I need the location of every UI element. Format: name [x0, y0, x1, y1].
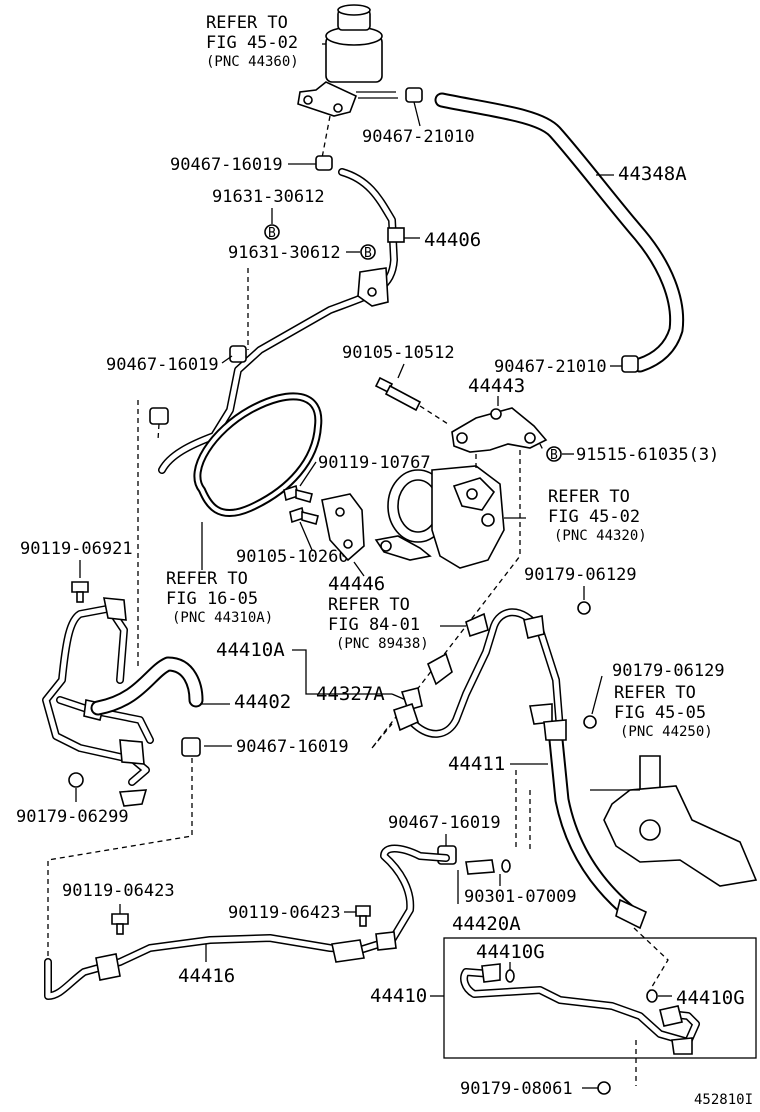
clip-90467-16019-low[interactable]: [181, 737, 201, 757]
ref-fig-84-01-1: REFER TO: [328, 595, 410, 615]
nut-90179-06129-a[interactable]: [577, 601, 591, 615]
bolt-marker-b-3: B: [546, 446, 562, 463]
callout-90179-06129-a: 90179-06129: [524, 565, 637, 585]
callout-44410A: 44410A: [216, 639, 285, 661]
bracket-44443[interactable]: [451, 407, 548, 453]
callout-90179-08061: 90179-08061: [460, 1079, 573, 1099]
bolt-marker-text: B: [550, 448, 558, 463]
callout-90467-16019-c: 90467-16019: [236, 737, 349, 757]
power-steering-pump: [374, 465, 505, 569]
bolt-marker-text: B: [364, 246, 372, 261]
callout-44411: 44411: [448, 753, 505, 775]
reservoir-tank: [297, 4, 398, 117]
bolt-90119-10767[interactable]: [283, 484, 313, 503]
callout-44443: 44443: [468, 375, 525, 397]
callout-91631-30612-a: 91631-30612: [212, 187, 325, 207]
tube-44410[interactable]: [460, 963, 700, 1055]
steering-gear: [590, 755, 758, 887]
callout-90119-10767: 90119-10767: [318, 453, 431, 473]
ref-fig-16-05-3: (PNC 44310A): [172, 610, 273, 626]
bolt-90119-06921[interactable]: [71, 581, 89, 603]
hose-44402[interactable]: [90, 656, 204, 716]
callout-90105-10512: 90105-10512: [342, 343, 455, 363]
callout-90179-06129-b: 90179-06129: [612, 661, 725, 681]
callout-90119-06423-a: 90119-06423: [62, 881, 175, 901]
callout-90467-16019-b: 90467-16019: [106, 355, 219, 375]
bolt-90105-10260[interactable]: [289, 506, 319, 525]
drive-belt: [193, 392, 323, 517]
clip-90467-16019-top[interactable]: [315, 155, 333, 171]
bracket-44406: [357, 227, 405, 307]
callout-90467-21010-a: 90467-21010: [362, 127, 475, 147]
bolt-90119-06423-a[interactable]: [111, 913, 129, 935]
hose-44406[interactable]: [158, 168, 398, 474]
bolt-90105-10512[interactable]: [374, 376, 422, 412]
nut-90179-06129-b[interactable]: [583, 715, 597, 729]
callout-90301-07009: 90301-07009: [464, 887, 577, 907]
oring-44410G-a[interactable]: [505, 969, 515, 983]
callout-44410: 44410: [370, 985, 427, 1007]
callout-44416: 44416: [178, 965, 235, 987]
ref-fig-84-01-3: (PNC 89438): [336, 636, 429, 652]
figure-id: 452810I: [694, 1092, 753, 1108]
callout-90467-16019-a: 90467-16019: [170, 155, 283, 175]
nut-90179-06299[interactable]: [68, 772, 84, 788]
callout-90105-10260: 90105-10260: [236, 547, 349, 567]
callout-90467-21010-b: 90467-21010: [494, 357, 607, 377]
callout-90119-06921: 90119-06921: [20, 539, 133, 559]
callout-90119-06423-b: 90119-06423: [228, 903, 341, 923]
oring-44410G-b[interactable]: [646, 989, 658, 1003]
union-90301-07009[interactable]: [465, 859, 511, 875]
callout-44348A: 44348A: [618, 163, 687, 185]
bracket-44446[interactable]: [321, 493, 365, 562]
callout-91631-30612-b: 91631-30612: [228, 243, 341, 263]
ref-fig-45-02-mid-2: FIG 45-02: [548, 507, 640, 527]
ref-line-2: FIG 45-02: [206, 33, 298, 53]
fitting-44410A[interactable]: [426, 612, 489, 686]
callout-91515-61035: 91515-61035(3): [576, 445, 719, 465]
ref-fig-84-01-2: FIG 84-01: [328, 615, 420, 635]
callout-90467-16019-d: 90467-16019: [388, 813, 501, 833]
ref-fig-16-05-1: REFER TO: [166, 569, 248, 589]
bolt-marker-text: B: [268, 226, 276, 241]
callout-44446: 44446: [328, 573, 385, 595]
ref-fig-45-02-mid-3: (PNC 44320): [554, 528, 647, 544]
nut-90179-08061[interactable]: [597, 1081, 611, 1095]
tube-44416[interactable]: [44, 844, 450, 1000]
fitting-44327A[interactable]: [400, 687, 423, 711]
ref-fig-45-02-mid-1: REFER TO: [548, 487, 630, 507]
callout-44420A: 44420A: [452, 913, 521, 935]
clip-90467-16019-mid[interactable]: [229, 345, 247, 363]
hose-44348A[interactable]: [434, 92, 685, 373]
detail-box-44410: [443, 937, 757, 1059]
bolt-marker-b-1: B: [264, 224, 280, 241]
ref-fig-45-05-3: (PNC 44250): [620, 724, 713, 740]
ref-fig-45-05-1: REFER TO: [614, 683, 696, 703]
callout-90179-06299: 90179-06299: [16, 807, 129, 827]
reference-fig-45-02-top[interactable]: REFER TO FIG 45-02 (PNC 44360): [206, 13, 299, 70]
callout-44410G-b: 44410G: [676, 987, 745, 1009]
ref-fig-16-05-2: FIG 16-05: [166, 589, 258, 609]
hose-44411[interactable]: [393, 608, 648, 930]
ref-fig-45-05-2: FIG 45-05: [614, 703, 706, 723]
bolt-marker-b-2: B: [360, 244, 376, 261]
callout-44406: 44406: [424, 229, 481, 251]
clip-90467-21010-top[interactable]: [405, 87, 423, 103]
clip-90467-21010-mid[interactable]: [621, 355, 639, 373]
bolt-90119-06423-b[interactable]: [355, 905, 371, 927]
callout-44402: 44402: [234, 691, 291, 713]
ref-line-1: REFER TO: [206, 13, 288, 33]
callout-44327A: 44327A: [316, 683, 385, 705]
clip-90467-16019-left[interactable]: [149, 407, 169, 425]
callout-44410G-a: 44410G: [476, 941, 545, 963]
ref-line-3: (PNC 44360): [206, 54, 299, 70]
